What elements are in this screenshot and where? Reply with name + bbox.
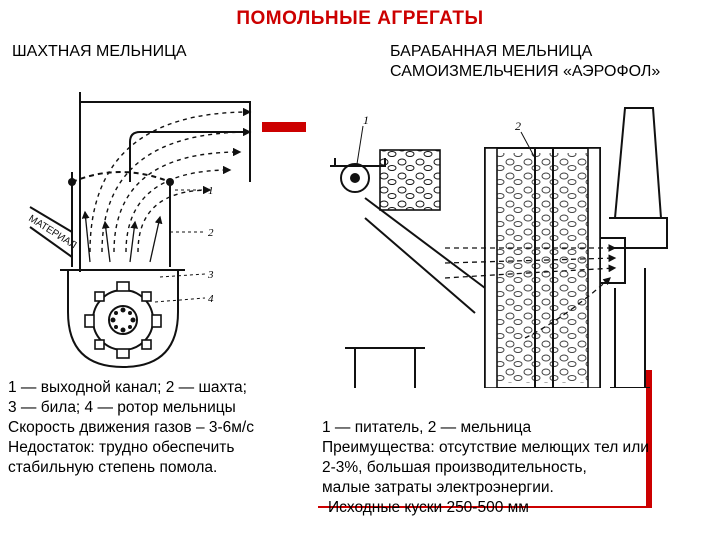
caption-line: стабильную степень помола.: [8, 459, 218, 476]
label-2: 2: [208, 227, 214, 239]
label-3: 3: [207, 269, 214, 281]
left-caption: 1 — выходной канал; 2 — шахта; 3 — била;…: [8, 378, 308, 478]
right-subtitle-line: САМОИЗМЕЛЬЧЕНИЯ «АЭРОФОЛ»: [390, 63, 661, 80]
feeder-hopper: [379, 149, 441, 211]
caption-line: 2-3%, большая производительность,: [322, 459, 587, 476]
beaters: [84, 281, 162, 359]
caption-line: малые затраты электроэнергии.: [322, 479, 554, 496]
caption-line: Недостаток: трудно обеспечить: [8, 439, 235, 456]
right-subtitle-line: БАРАБАННАЯ МЕЛЬНИЦА: [390, 43, 593, 60]
label-4: 4: [208, 293, 214, 305]
caption-line: Исходные куски 250-500 мм: [328, 499, 529, 516]
label-2: 2: [515, 119, 521, 133]
feeder-roller: [340, 163, 370, 193]
material-chute: [29, 206, 73, 233]
caption-line: 3 — била; 4 — ротор мельницы: [8, 399, 236, 416]
caption-line: 1 — выходной канал; 2 — шахта;: [8, 379, 247, 396]
red-accent-bar: [262, 122, 306, 132]
drum-mill-figure: 1 2: [330, 107, 668, 388]
right-caption: 1 — питатель, 2 — мельница Преимущества:…: [322, 418, 712, 518]
left-subtitle: ШАХТНАЯ МЕЛЬНИЦА: [12, 43, 187, 60]
shaft-mill-figure: МАТЕРИАЛ 1 2 3 4: [26, 92, 252, 369]
caption-line: Скорость движения газов – 3-6м/с: [8, 419, 254, 436]
right-subtitle: БАРАБАННАЯ МЕЛЬНИЦА САМОИЗМЕЛЬЧЕНИЯ «АЭР…: [390, 42, 710, 82]
shaft-up-arrows: [81, 210, 163, 263]
page-title: ПОМОЛЬНЫЕ АГРЕГАТЫ: [236, 8, 484, 29]
label-1: 1: [208, 185, 214, 197]
exhaust-stack: [613, 107, 663, 219]
red-divider-horizontal: [318, 506, 652, 508]
outlet-channel-wall: [79, 101, 251, 272]
rotor-housing: [67, 270, 179, 369]
air-flow-arrows: [444, 244, 617, 339]
label-1: 1: [363, 113, 369, 127]
gas-flow-arrows: [89, 107, 252, 253]
caption-line: Преимущества: отсутствие мелющих тел или: [322, 439, 649, 456]
caption-line: 1 — питатель, 2 — мельница: [322, 419, 532, 436]
red-divider-vertical: [646, 370, 652, 508]
